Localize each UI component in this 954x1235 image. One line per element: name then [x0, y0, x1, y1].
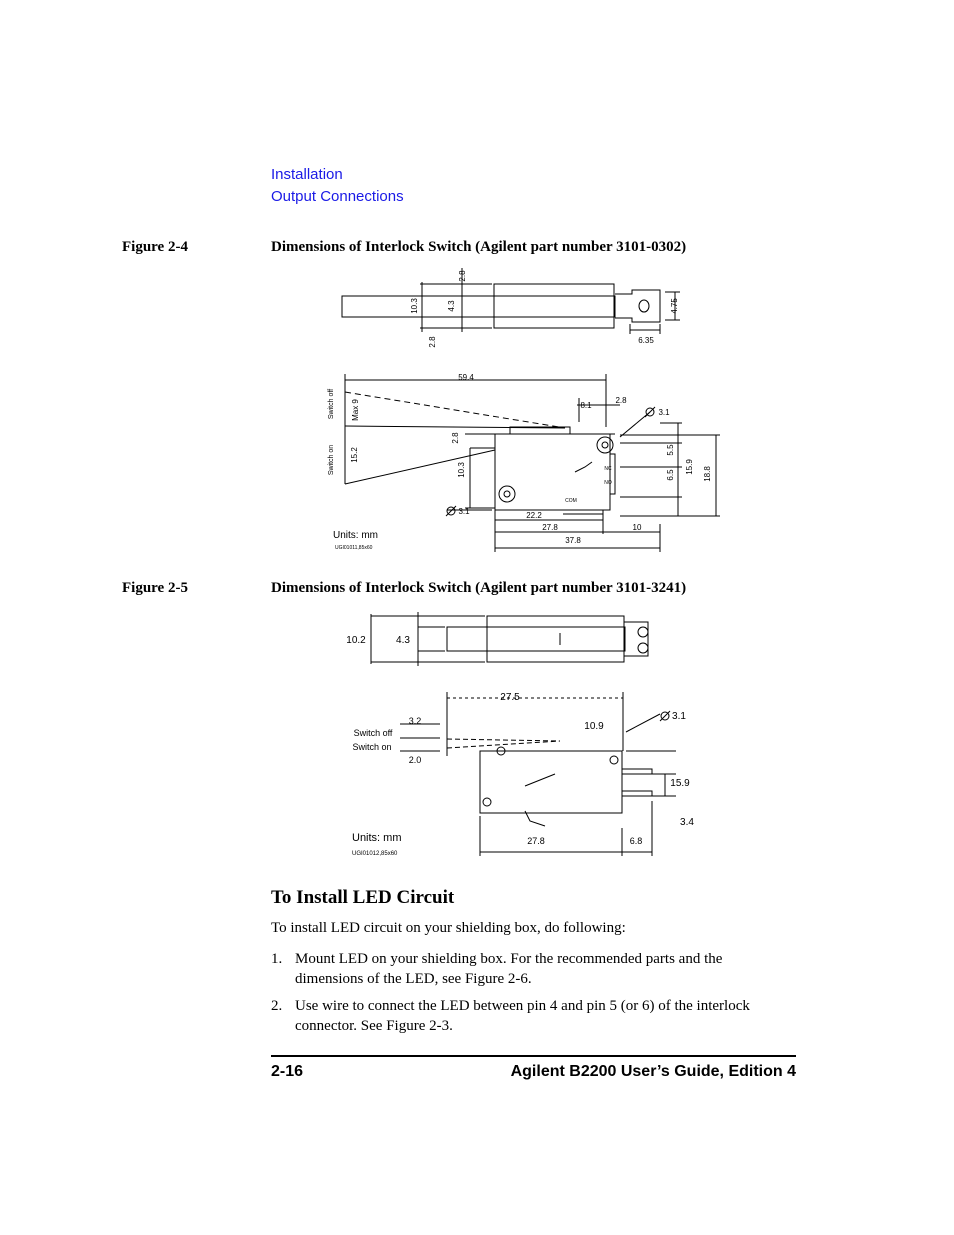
fig4-dim-3-1-bottom: 3.1: [458, 507, 470, 516]
fig4-dim-18-8: 18.8: [703, 466, 712, 482]
list-item: 1. Mount LED on your shielding box. For …: [271, 949, 791, 989]
fig4-dim-8-1: 8.1: [580, 401, 592, 410]
fig4-dim-5-5: 5.5: [666, 444, 675, 456]
fig5-code-label: UGI01012,85x60: [352, 851, 398, 857]
fig5-dim-27-8: 27.8: [527, 836, 545, 846]
figure-5-drawing: 10.2 4.3 27.5 10.9 3.1 3.2 Switch off Sw…: [330, 606, 700, 864]
fig4-switch-on-label: Switch on: [328, 445, 335, 475]
fig4-dim-15-9: 15.9: [685, 459, 694, 475]
fig5-dim-15-9: 15.9: [670, 778, 690, 789]
fig5-units-label: Units: mm: [352, 832, 402, 844]
fig4-dim-2-8: 2.8: [615, 396, 627, 405]
fig4-dim-max-9: Max 9: [351, 399, 360, 421]
fig4-dim-37-8: 37.8: [565, 536, 581, 545]
fig5-dim-10-2: 10.2: [346, 635, 366, 646]
fig5-dim-27-5: 27.5: [500, 692, 520, 703]
step-number: 1.: [271, 951, 283, 967]
step-number: 2.: [271, 998, 283, 1014]
fig5-dim-3-1: 3.1: [672, 711, 686, 722]
fig4-dim-4-3-top: 4.3: [447, 300, 456, 312]
fig4-dim-22-2: 22.2: [526, 511, 542, 520]
fig4-dim-15-2: 15.2: [350, 447, 359, 463]
fig4-dim-6-35: 6.35: [638, 336, 654, 345]
fig5-dim-6-8: 6.8: [630, 836, 643, 846]
figure-4-title: Dimensions of Interlock Switch (Agilent …: [271, 239, 687, 255]
fig4-dim-2-8-top: 2.8: [458, 270, 467, 282]
fig4-nc-label: NC: [604, 466, 612, 472]
fig5-dim-10-9: 10.9: [584, 721, 604, 732]
list-item: 2. Use wire to connect the LED between p…: [271, 996, 791, 1036]
fig5-switch-off-label: Switch off: [354, 728, 393, 738]
fig4-com-label: COM: [565, 498, 577, 504]
step-text-line: dimensions of the LED, see Figure 2-6.: [295, 971, 532, 987]
step-text-line: connector. See Figure 2-3.: [295, 1018, 453, 1034]
fig4-dim-4-75: 4.75: [670, 298, 679, 314]
figure-5-number: Figure 2-5: [122, 580, 188, 596]
figure-4-number: Figure 2-4: [122, 239, 188, 255]
fig5-dim-3-4: 3.4: [680, 817, 694, 828]
figure-4-drawing: 2.8 10.3 4.3 2.8 4.75 6.35 59.4 8.1 2.8 …: [320, 262, 730, 554]
fig4-code-label: UGI01011,85x60: [335, 545, 373, 551]
fig5-dim-3-2: 3.2: [409, 716, 422, 726]
fig5-dim-4-3: 4.3: [396, 635, 410, 646]
fig4-dim-3-1-top: 3.1: [658, 408, 670, 417]
figure-5-title: Dimensions of Interlock Switch (Agilent …: [271, 580, 687, 596]
fig4-no-label: NO: [604, 480, 612, 486]
fig4-dim-10: 10: [633, 523, 642, 532]
step-text-line: Use wire to connect the LED between pin …: [295, 998, 750, 1014]
step-text-line: Mount LED on your shielding box. For the…: [295, 951, 723, 967]
fig4-dim-27-8: 27.8: [542, 523, 558, 532]
footer-rule: [271, 1055, 796, 1057]
page-number: 2-16: [271, 1063, 304, 1080]
footer-title: Agilent B2200 User’s Guide, Edition 4: [510, 1063, 796, 1080]
breadcrumb-installation[interactable]: Installation: [271, 166, 343, 183]
fig4-dim-2-8-bottom: 2.8: [428, 336, 437, 348]
fig5-switch-on-label: Switch on: [352, 742, 391, 752]
section-intro: To install LED circuit on your shielding…: [271, 920, 626, 936]
fig4-dim-2-8-side: 2.8: [451, 432, 460, 444]
fig4-dim-10-3: 10.3: [457, 462, 466, 478]
fig4-dim-59-4: 59.4: [458, 373, 474, 382]
fig4-switch-off-label: Switch off: [328, 389, 335, 419]
section-heading: To Install LED Circuit: [271, 887, 455, 908]
fig4-units-label: Units: mm: [333, 530, 378, 541]
fig5-dim-2-0: 2.0: [409, 755, 422, 765]
fig4-dim-10-3-top: 10.3: [410, 298, 419, 314]
fig4-dim-6-5: 6.5: [666, 469, 675, 481]
breadcrumb-output-connections[interactable]: Output Connections: [271, 188, 404, 205]
